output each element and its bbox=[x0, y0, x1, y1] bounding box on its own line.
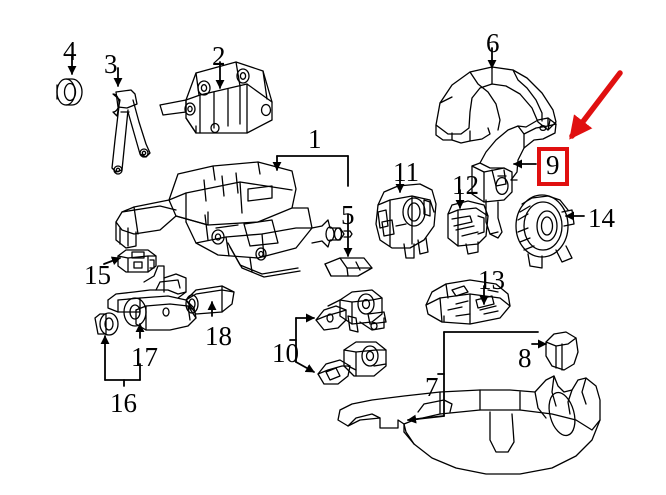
part-13-control-module bbox=[425, 279, 511, 325]
callout-number-2[interactable]: 2 bbox=[212, 41, 226, 71]
callout-number-8[interactable]: 8 bbox=[518, 343, 532, 373]
leader-15 bbox=[103, 256, 121, 266]
callout-number-14[interactable]: 14 bbox=[588, 203, 615, 233]
part-8-shroud-cap bbox=[545, 331, 579, 371]
callout-number-18[interactable]: 18 bbox=[205, 321, 232, 351]
part-1-steering-column-assembly bbox=[115, 161, 353, 278]
part-15-connector bbox=[117, 249, 157, 273]
callout-number-13[interactable]: 13 bbox=[478, 265, 505, 295]
part-2-mounting-bracket bbox=[159, 61, 273, 134]
part-9-multifunction-switch-lever bbox=[471, 117, 557, 239]
part-5-wedge-block bbox=[324, 257, 373, 277]
callout-number-10[interactable]: 10 bbox=[272, 338, 299, 368]
callout-number-1[interactable]: 1 bbox=[308, 124, 322, 154]
part-18-sleeve bbox=[185, 285, 235, 315]
callout-number-12[interactable]: 12 bbox=[452, 170, 479, 200]
part-3-tilt-lever bbox=[111, 89, 151, 175]
leader-10-bottom bbox=[295, 361, 315, 373]
callout-number-5[interactable]: 5 bbox=[341, 200, 355, 230]
part-12-switch-module bbox=[447, 200, 489, 255]
highlight-arrow bbox=[569, 70, 623, 140]
callout-number-17[interactable]: 17 bbox=[131, 342, 158, 372]
callout-number-9-highlighted[interactable]: 9 bbox=[537, 147, 569, 186]
callout-number-6[interactable]: 6 bbox=[486, 28, 500, 58]
callout-number-11[interactable]: 11 bbox=[393, 157, 419, 187]
callout-number-4[interactable]: 4 bbox=[63, 36, 77, 66]
part-14-clock-spring bbox=[515, 194, 575, 269]
callout-number-15[interactable]: 15 bbox=[84, 260, 111, 290]
callout-number-16[interactable]: 16 bbox=[110, 388, 137, 418]
part-4-bushing bbox=[56, 78, 83, 106]
callout-number-7[interactable]: 7 bbox=[425, 372, 439, 402]
leader-7-arrow bbox=[407, 414, 445, 424]
part-11-ignition-switch-housing bbox=[375, 183, 437, 259]
part-7-lower-shroud bbox=[337, 375, 601, 475]
part-6-upper-shroud bbox=[435, 66, 557, 144]
part-10-universal-joints bbox=[315, 289, 387, 385]
callout-number-3[interactable]: 3 bbox=[104, 49, 118, 79]
